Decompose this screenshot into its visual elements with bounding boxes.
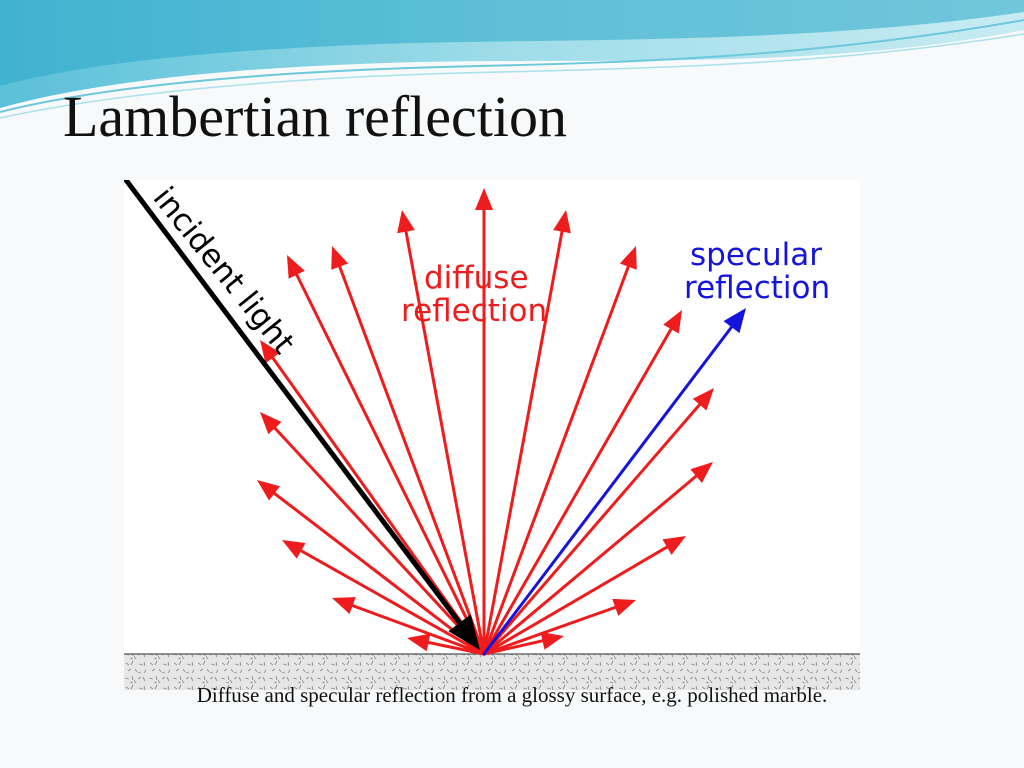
diffuse-ray-4 [260, 412, 486, 656]
diffuse-ray-18 [407, 633, 486, 656]
diffuse-ray-16 [482, 598, 636, 656]
diffuse-ray-7 [331, 246, 486, 656]
slide-title: Lambertian reflection [63, 84, 568, 149]
header-wave-decoration [0, 0, 1024, 119]
diffuse-ray-10 [482, 210, 571, 656]
reflection-diagram: incident light diffuse reflection specul… [124, 180, 860, 690]
specular-reflection-label: specular reflection [684, 237, 832, 306]
diffuse-reflection-label: diffuse reflection [401, 260, 547, 329]
diffuse-ray-11 [482, 246, 637, 656]
reflection-rays [124, 180, 746, 656]
glossy-surface [124, 654, 860, 690]
diffuse-ray-12 [482, 310, 682, 656]
diffuse-ray-2 [282, 540, 486, 656]
diffuse-ray-8 [397, 210, 486, 656]
diffuse-ray-14 [482, 462, 713, 656]
diffuse-ray-13 [482, 388, 714, 656]
diffuse-ray-3 [257, 480, 486, 656]
diffuse-ray-9 [475, 188, 493, 656]
figure-caption: Diffuse and specular reflection from a g… [196, 683, 828, 707]
diffuse-ray-6 [287, 255, 486, 656]
diffuse-ray-17 [482, 632, 564, 656]
diffuse-ray-1 [332, 597, 486, 656]
incident-ray [124, 180, 480, 650]
specular-ray [482, 308, 746, 656]
diffuse-ray-15 [482, 536, 686, 656]
